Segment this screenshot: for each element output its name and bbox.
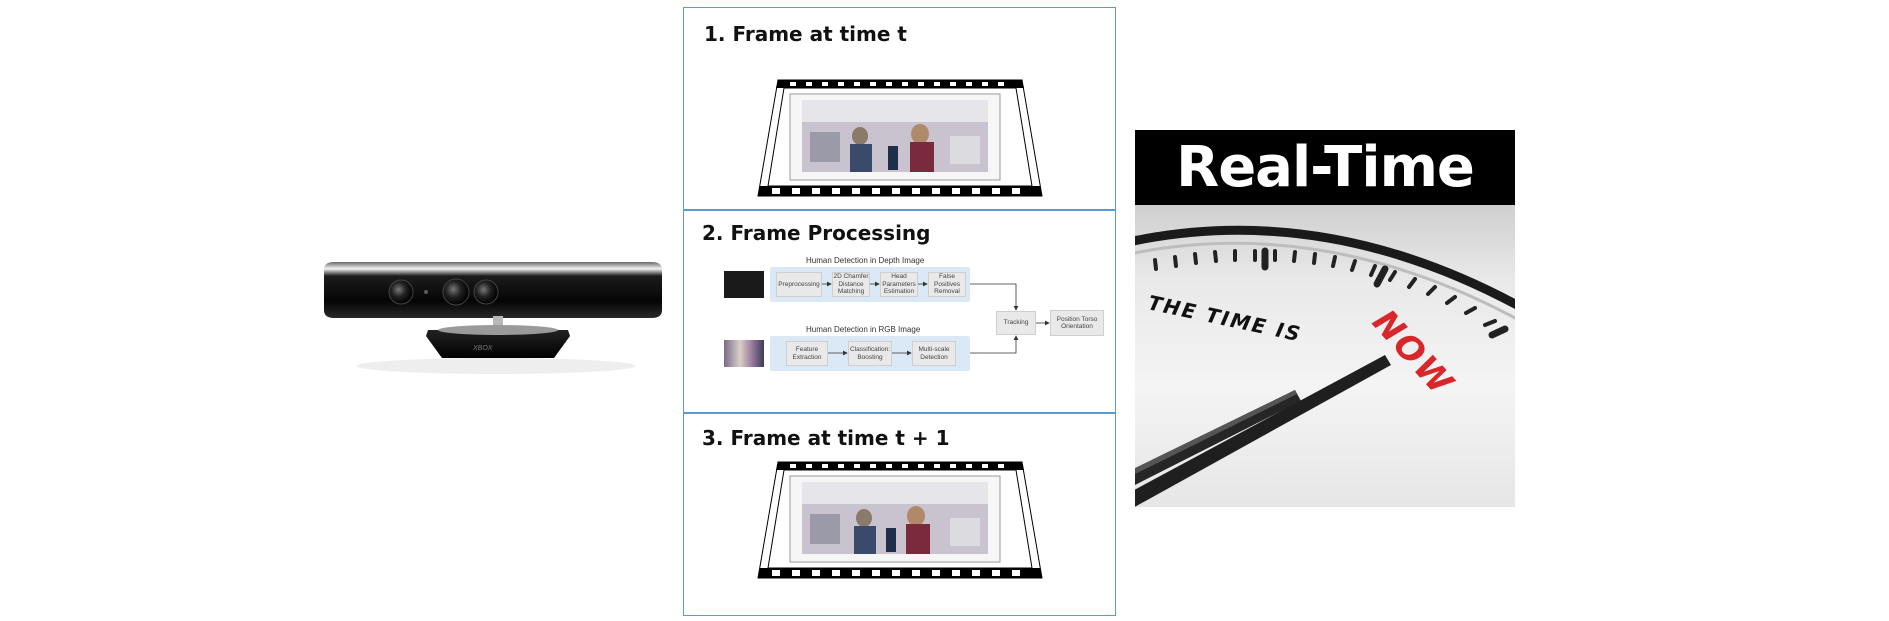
panel-title-frame-t1: 3. Frame at time t + 1: [702, 426, 950, 450]
clock-image: THE TIME IS NOW: [1135, 205, 1515, 507]
step-preprocessing: Preprocessing: [776, 272, 822, 297]
video-frame-image: [757, 79, 1043, 197]
step-classification-boosting: Classification: Boosting: [848, 341, 892, 366]
panel-title-frame-t: 1. Frame at time t: [704, 22, 907, 46]
clock-text: THE TIME IS: [1146, 290, 1304, 346]
depth-section-label: Human Detection in Depth Image: [806, 256, 925, 265]
panel-frame-t1: 3. Frame at time t + 1: [683, 413, 1116, 616]
rgb-thumbnail: [724, 340, 764, 367]
depth-thumbnail: [724, 271, 764, 298]
realtime-header: Real-Time: [1135, 130, 1515, 205]
step-feature-extraction: Feature Extraction: [786, 341, 828, 366]
panel-frame-processing: 2. Frame Processing Human Detection in D…: [683, 210, 1116, 413]
panel-title-frame-processing: 2. Frame Processing: [702, 221, 931, 245]
clock-face-graphic: THE TIME IS NOW: [1135, 225, 1515, 507]
panel-frame-t: 1. Frame at time t: [683, 7, 1116, 210]
step-tracking: Tracking: [996, 311, 1036, 335]
step-multiscale-detection: Multi-scale Detection: [912, 341, 956, 366]
step-chamfer-matching: 2D Chamfer Distance Matching: [832, 272, 870, 297]
clock-hands: [1135, 355, 1391, 507]
step-output: Position Torso Orientation: [1050, 310, 1104, 336]
clock-now: NOW: [1364, 302, 1461, 404]
rgb-section-label: Human Detection in RGB Image: [806, 325, 921, 334]
kinect-sensor: XBOX: [318, 258, 668, 376]
kinect-logo: XBOX: [472, 345, 493, 352]
step-false-positives: False Positives Removal: [928, 272, 966, 297]
video-frame-next-image: [757, 461, 1043, 579]
step-head-parameters: Head Parameters Estimation: [880, 272, 918, 297]
kinect-sensor-graphic: XBOX: [324, 262, 662, 374]
camera-lens-icon: [388, 278, 499, 306]
